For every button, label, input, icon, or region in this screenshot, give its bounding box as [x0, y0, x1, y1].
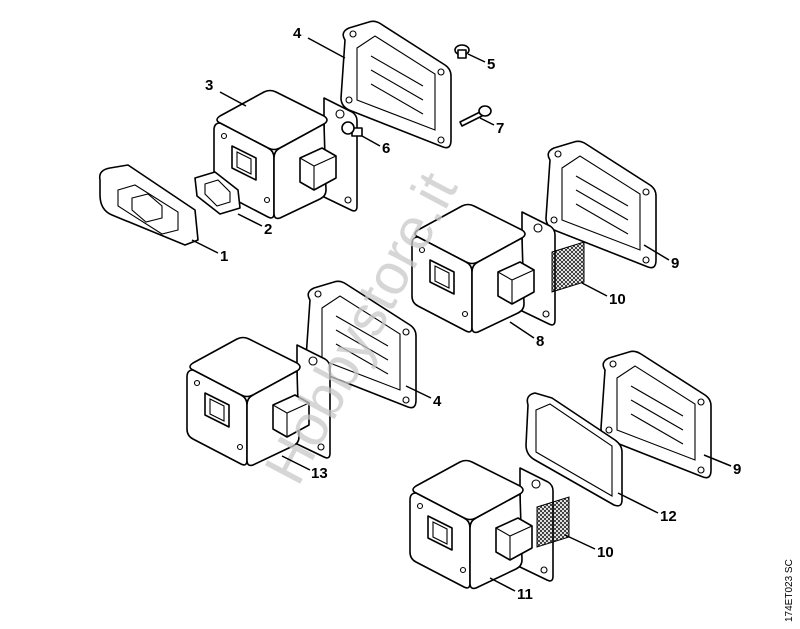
callout-label-8: 8	[536, 333, 544, 350]
callout-label-6: 6	[382, 140, 390, 157]
callout-label-1: 1	[220, 248, 228, 265]
callout-label-3: 3	[205, 77, 213, 94]
callout-label-5: 5	[487, 56, 495, 73]
callout-label-13: 13	[311, 465, 328, 482]
muffler-part-11	[410, 461, 553, 589]
leader-lines	[191, 37, 732, 592]
callout-label-7: 7	[496, 120, 504, 137]
callout-label-4: 4	[433, 393, 442, 410]
screw-part-5	[454, 44, 470, 59]
screw-part-6	[341, 121, 363, 137]
callout-label-11: 11	[517, 586, 533, 603]
callout-label-10: 10	[597, 544, 614, 561]
callout-label-9: 9	[671, 255, 679, 272]
gasket-part-2	[194, 171, 241, 215]
callout-label-2: 2	[264, 221, 272, 238]
screen-part-10-top	[552, 242, 584, 292]
callout-label-10: 10	[609, 291, 626, 308]
callout-label-12: 12	[660, 508, 677, 525]
gasket-part-12	[525, 392, 623, 507]
heat-shield-part-1	[98, 164, 199, 246]
callout-label-9: 9	[733, 461, 741, 478]
callout-label-4: 4	[293, 25, 302, 42]
drawing-code: 174ET023 SC	[784, 559, 795, 622]
screw-part-7	[459, 105, 492, 127]
